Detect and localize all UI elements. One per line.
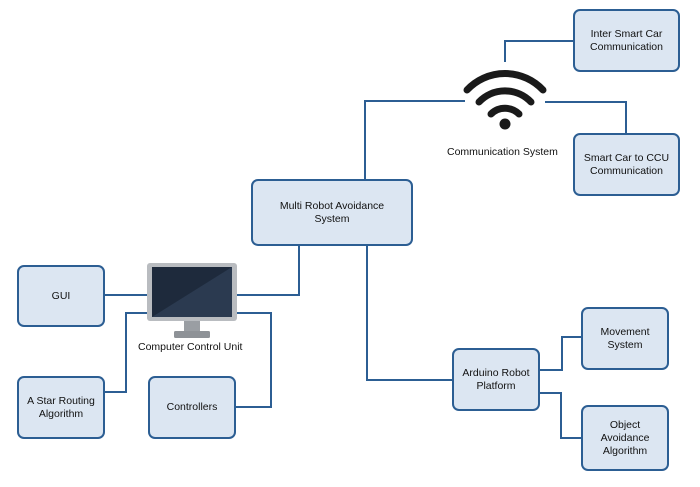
connector-controllers-computer xyxy=(235,312,272,408)
connector-multi-robot-computer xyxy=(235,245,300,296)
communication-system-label: Communication System xyxy=(447,146,558,158)
connector-multi-robot-arduino xyxy=(366,245,453,381)
computer-control-unit-label: Computer Control Unit xyxy=(138,341,243,353)
connector-wifi-smart-car-ccu xyxy=(545,101,627,133)
wifi-icon xyxy=(463,70,547,130)
a-star-routing-algorithm-box: A Star Routing Algorithm xyxy=(17,376,105,439)
inter-smart-car-communication-box: Inter Smart Car Communication xyxy=(573,9,680,72)
multi-robot-avoidance-system-box: Multi Robot Avoidance System xyxy=(251,179,413,246)
object-avoidance-algorithm-box: Object Avoidance Algorithm xyxy=(581,405,669,471)
connector-multi-robot-wifi xyxy=(364,100,465,179)
gui-box: GUI xyxy=(17,265,105,327)
connector-arduino-movement xyxy=(539,336,582,371)
connector-astar-computer xyxy=(104,312,149,393)
controllers-box: Controllers xyxy=(148,376,236,439)
movement-system-box: Movement System xyxy=(581,307,669,370)
computer-monitor-icon xyxy=(147,263,237,338)
smart-car-to-ccu-communication-box: Smart Car to CCU Communication xyxy=(573,133,680,196)
connector-wifi-inter-smart-car xyxy=(504,40,574,62)
connector-arduino-object xyxy=(539,392,582,439)
arduino-robot-platform-box: Arduino Robot Platform xyxy=(452,348,540,411)
